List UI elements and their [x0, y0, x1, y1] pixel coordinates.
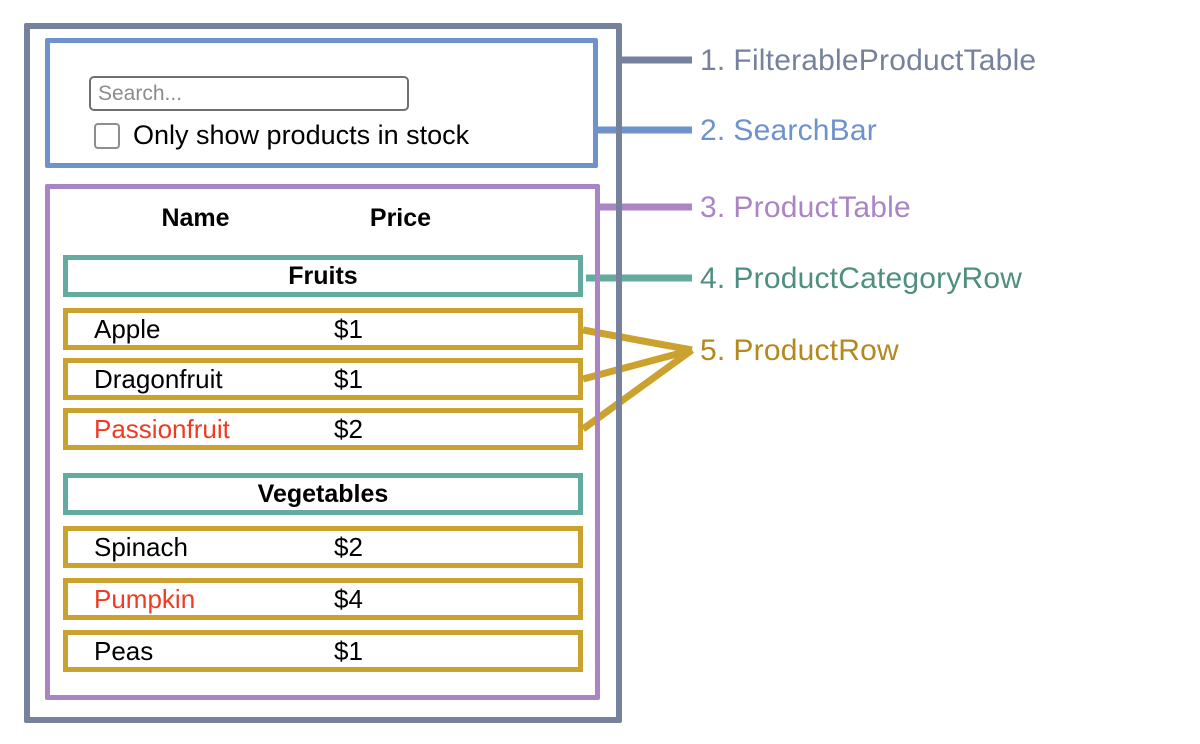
legend-item-product-table: 3.ProductTable	[700, 193, 911, 223]
product-name: Pumpkin	[94, 583, 196, 614]
product-category-row: Fruits	[63, 255, 583, 297]
category-label: Vegetables	[257, 479, 389, 508]
product-row[interactable]: Peas $1	[63, 630, 583, 672]
product-table-header: Name Price	[63, 198, 583, 238]
product-price: $2	[334, 531, 363, 562]
product-name: Apple	[94, 313, 161, 344]
legend-item-product-category-row: 4.ProductCategoryRow	[700, 264, 1022, 294]
legend-label: FilterableProductTable	[733, 44, 1037, 77]
product-name: Peas	[94, 635, 154, 666]
column-header-price: Price	[369, 203, 432, 232]
product-name: Dragonfruit	[94, 363, 223, 394]
product-row[interactable]: Apple $1	[63, 308, 583, 350]
product-row[interactable]: Pumpkin $4	[63, 578, 583, 620]
product-table-boundary	[45, 184, 600, 700]
legend-item-product-row: 5.ProductRow	[700, 336, 899, 366]
legend-label: ProductRow	[733, 334, 899, 367]
product-row[interactable]: Passionfruit $2	[63, 408, 583, 450]
stock-filter-row[interactable]: Only show products in stock	[94, 122, 469, 149]
filterable-product-table-boundary	[24, 23, 622, 723]
column-header-name: Name	[161, 203, 230, 232]
product-category-row: Vegetables	[63, 473, 583, 515]
product-price: $1	[334, 635, 363, 666]
legend-label: ProductTable	[733, 191, 911, 224]
product-price: $1	[334, 313, 363, 344]
product-price: $2	[334, 413, 363, 444]
legend-label: SearchBar	[733, 114, 877, 147]
legend-item-search-bar: 2.SearchBar	[700, 116, 877, 146]
product-row[interactable]: Spinach $2	[63, 526, 583, 568]
product-price: $1	[334, 363, 363, 394]
legend-number: 5.	[700, 334, 726, 367]
search-bar-boundary	[45, 38, 598, 168]
search-input[interactable]	[89, 76, 409, 111]
only-in-stock-checkbox[interactable]	[94, 122, 120, 149]
product-price: $4	[334, 583, 363, 614]
product-name: Spinach	[94, 531, 188, 562]
category-label: Fruits	[288, 261, 358, 290]
legend-label: ProductCategoryRow	[733, 262, 1023, 295]
legend-item-filterable-product-table: 1.FilterableProductTable	[700, 46, 1036, 76]
only-in-stock-label: Only show products in stock	[133, 120, 470, 150]
product-name: Passionfruit	[94, 413, 230, 444]
product-row[interactable]: Dragonfruit $1	[63, 358, 583, 400]
legend-number: 3.	[700, 191, 726, 224]
legend-number: 4.	[700, 262, 726, 295]
legend-number: 1.	[700, 44, 726, 77]
legend-number: 2.	[700, 114, 726, 147]
